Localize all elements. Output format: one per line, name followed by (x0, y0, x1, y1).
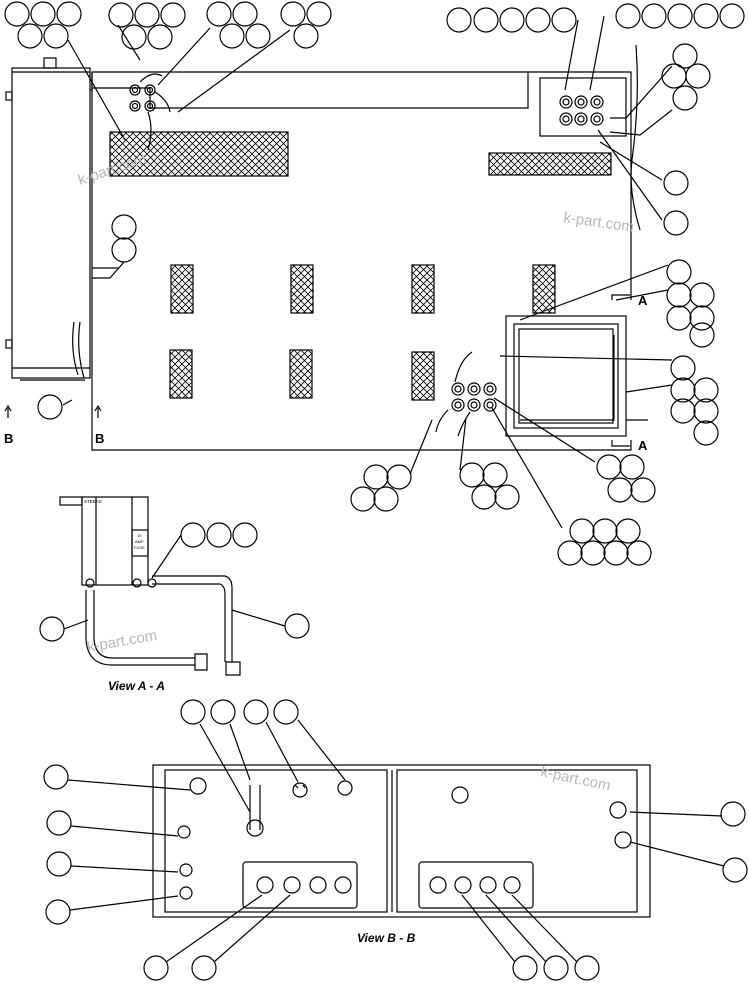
section-a-label-top: A (638, 293, 648, 308)
section-a-label-bottom: A (638, 438, 648, 453)
section-b-markers (4, 404, 102, 418)
watermarks: k-part.com k-part.com k-part.com k-part.… (76, 151, 635, 795)
side-cabinet (5, 57, 91, 381)
hatched-pad (290, 264, 314, 314)
view-a-assembly (39, 496, 310, 676)
leader-lines (62, 15, 673, 529)
junction-box-lower-right (435, 315, 648, 437)
hatched-pad (532, 264, 556, 314)
view-b-assembly (43, 699, 748, 981)
hatched-strip-left (109, 131, 289, 177)
section-b-label-left: B (4, 431, 13, 446)
view-b-caption: View B - B (357, 931, 416, 945)
section-a-markers (611, 294, 630, 447)
view-a-caption: View A - A (108, 679, 165, 693)
hatched-pad (169, 349, 193, 399)
hatched-pad (411, 264, 435, 314)
small-label: STEEAS (84, 499, 102, 504)
fuse-label-2: AMP (135, 539, 144, 544)
watermark: k-part.com (86, 627, 159, 656)
hatched-pad (411, 351, 435, 401)
hatched-pad (170, 264, 194, 314)
junction-box-top-right (539, 77, 627, 137)
section-b-label-right: B (95, 431, 104, 446)
watermark: k-part.com (562, 209, 635, 236)
break-line (630, 44, 641, 231)
hatched-pad (289, 349, 313, 399)
watermark: k-part.com (539, 763, 612, 794)
fuse-label-1: 10 (137, 533, 142, 538)
fuse-label-3: FUSE (134, 545, 145, 550)
callout-circles (4, 1, 745, 566)
hatched-strip-right (488, 152, 612, 176)
